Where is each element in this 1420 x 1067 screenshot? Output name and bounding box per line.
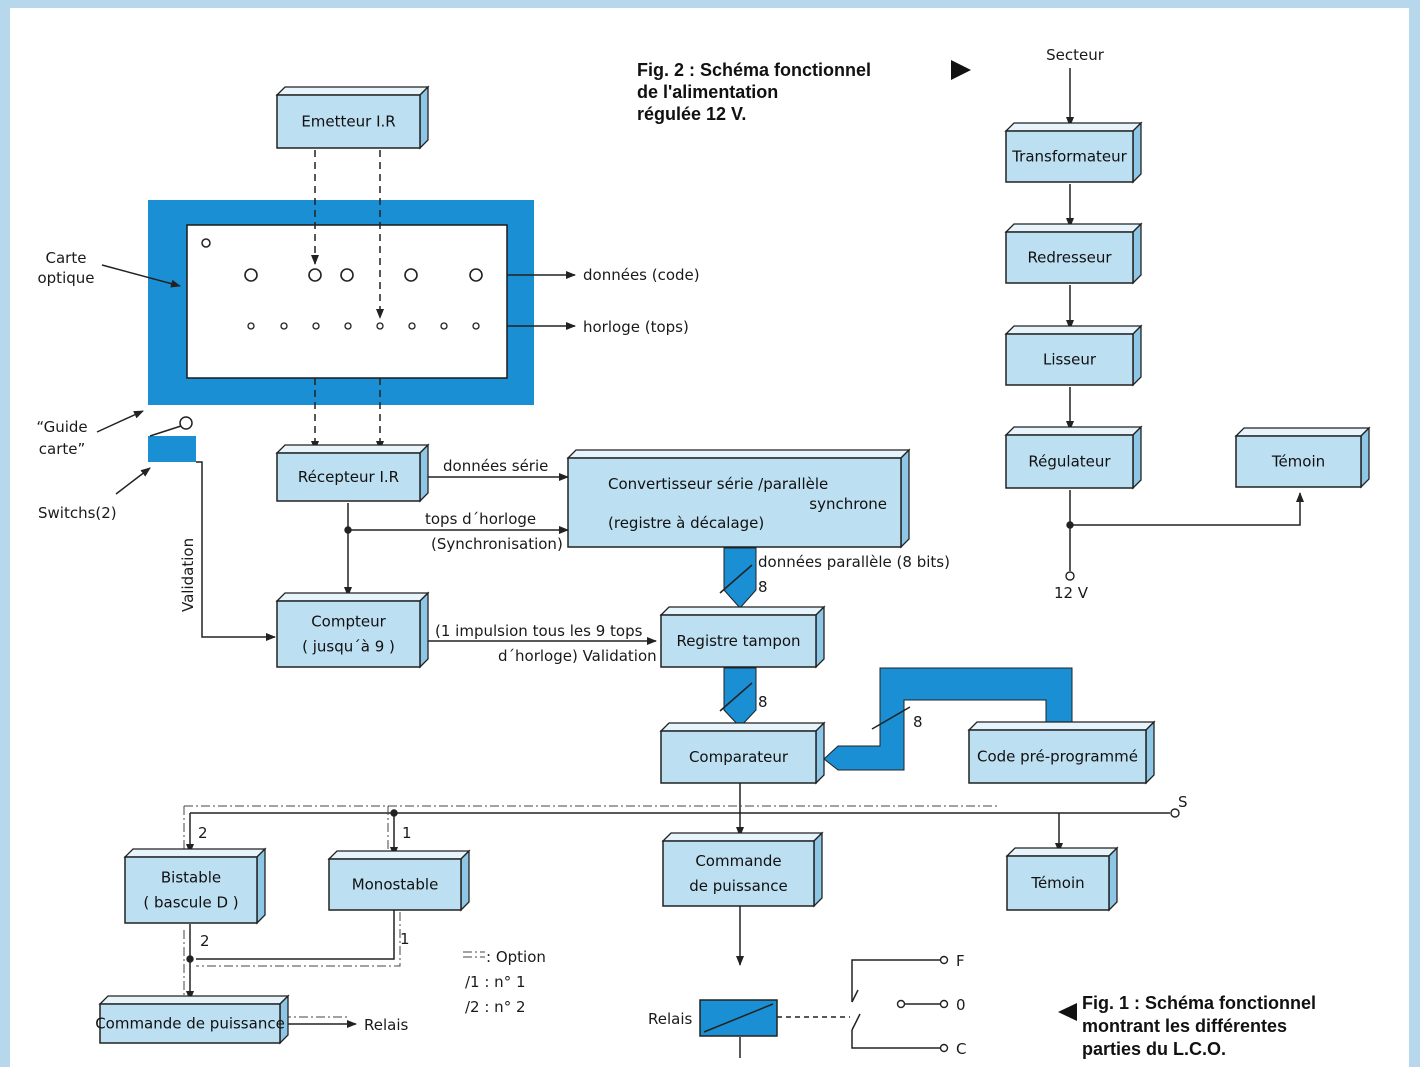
relay-coil	[699, 999, 778, 1037]
caption-fig2-line1: Fig. 2 : Schéma fonctionnel	[637, 60, 871, 80]
block-regulateur: Régulateur	[1004, 425, 1143, 490]
block-convertisseur-label-3: (registre à décalage)	[608, 514, 764, 532]
label-s: S	[1178, 793, 1188, 811]
block-temoin-alim: Témoin	[1234, 426, 1371, 489]
labels: Carte optique “Guide carte” Switchs(2) V…	[36, 46, 1187, 1058]
bus-parallel-data	[719, 547, 757, 609]
label-bus-8c: 8	[913, 713, 923, 731]
blocks: Emetteur I.R Récepteur I.R Convertisseur s…	[95, 85, 1371, 1045]
block-comparateur: Comparateur	[659, 721, 826, 785]
block-compteur-label-2: ( jusqu´à 9 )	[302, 638, 395, 656]
label-relais-left: Relais	[648, 1010, 693, 1028]
block-temoin-alim-label-1: Témoin	[1271, 453, 1325, 471]
label-contact-f: F	[956, 952, 965, 970]
caption-fig2-pointer-icon	[951, 60, 971, 80]
card-index-hole	[201, 238, 211, 248]
block-monostable-label-1: Monostable	[352, 876, 439, 894]
block-code: Code pré-programmé	[967, 720, 1156, 785]
caption-fig2-line2: de l'alimentation	[637, 82, 778, 102]
label-impulsion: (1 impulsion tous les 9 tops	[435, 622, 643, 640]
label-n2-top: 2	[198, 824, 208, 842]
block-commande-centre: Commande de puissance	[661, 831, 824, 908]
label-12v: 12 V	[1054, 584, 1089, 602]
caption-fig1-pointer-icon	[1058, 1003, 1077, 1021]
block-convertisseur-label-2: synchrone	[809, 495, 887, 513]
block-commande-centre-label-2: de puissance	[689, 877, 788, 895]
label-horloge-tops: horloge (tops)	[583, 318, 689, 336]
bus-code-to-comparator	[823, 667, 1073, 771]
label-bus-8b: 8	[758, 693, 768, 711]
label-donnees-serie: données série	[443, 457, 548, 475]
card-guide-switch	[148, 416, 196, 462]
connectors	[96, 68, 1304, 1058]
option-lines	[183, 805, 1000, 1018]
block-bistable-label-2: ( bascule D )	[143, 894, 238, 912]
label-carte-1: Carte	[46, 249, 87, 267]
block-convertisseur-label-1: Convertisseur série /parallèle	[608, 475, 828, 493]
legend-option: : Option	[486, 948, 546, 966]
label-contact-o: 0	[956, 996, 966, 1014]
block-commande-bas-label-1: Commande de puissance	[95, 1015, 285, 1033]
label-n1-bottom: 1	[400, 930, 410, 948]
bus-buffer-to-comparator	[719, 667, 757, 728]
label-donnees-code: données (code)	[583, 266, 700, 284]
label-validation-vertical: Validation	[179, 538, 197, 612]
block-registre: Registre tampon	[659, 605, 826, 669]
caption-fig1: Fig. 1 : Schéma fonctionnel montrant les…	[1058, 993, 1316, 1059]
label-guide-2: carte”	[39, 440, 86, 458]
legend-n1: /1 : n° 1	[465, 973, 526, 991]
card-clock-holes	[247, 322, 480, 330]
caption-fig2-line3: régulée 12 V.	[637, 104, 746, 124]
label-n1-top: 1	[402, 824, 412, 842]
block-redresseur-label-1: Redresseur	[1027, 249, 1112, 267]
block-lisseur: Lisseur	[1004, 324, 1143, 387]
caption-fig1-line2: montrant les différentes	[1082, 1016, 1287, 1036]
block-lisseur-label-1: Lisseur	[1043, 351, 1097, 369]
block-regulateur-label-1: Régulateur	[1028, 453, 1111, 471]
block-compteur-label-1: Compteur	[311, 613, 386, 631]
label-contact-c: C	[956, 1040, 966, 1058]
label-donnees-paralleles: données parallèle (8 bits)	[758, 553, 950, 571]
block-temoin-bas-label-1: Témoin	[1030, 874, 1084, 892]
block-emetteur-label-1: Emetteur I.R	[301, 113, 395, 131]
block-code-label-1: Code pré-programmé	[977, 748, 1138, 766]
block-recepteur-label-1: Récepteur I.R	[298, 468, 399, 486]
caption-fig1-line1: Fig. 1 : Schéma fonctionnel	[1082, 993, 1316, 1013]
caption-fig1-line3: parties du L.C.O.	[1082, 1039, 1226, 1059]
label-horloge-validation: d´horloge) Validation	[498, 647, 657, 665]
block-commande-centre-label-1: Commande	[695, 852, 781, 870]
label-n2-bottom: 2	[200, 932, 210, 950]
block-transformateur: Transformateur	[1004, 121, 1143, 184]
card-code-holes	[244, 268, 483, 282]
block-commande-bas: Commande de puissance	[95, 994, 290, 1045]
block-bistable: Bistable ( bascule D )	[123, 847, 267, 925]
block-compteur: Compteur ( jusqu´à 9 )	[275, 591, 430, 669]
label-relais-out: Relais	[364, 1016, 409, 1034]
block-temoin-bas: Témoin	[1005, 846, 1119, 912]
block-transformateur-label-1: Transformateur	[1011, 148, 1127, 166]
legend-n2: /2 : n° 2	[465, 998, 526, 1016]
label-guide-1: “Guide	[36, 418, 87, 436]
caption-fig2: Fig. 2 : Schéma fonctionnel de l'aliment…	[637, 60, 971, 124]
label-bus-8a: 8	[758, 578, 768, 596]
block-comparateur-label-1: Comparateur	[689, 748, 789, 766]
block-bistable-label-1: Bistable	[161, 869, 221, 887]
block-redresseur: Redresseur	[1004, 222, 1143, 285]
label-tops-horloge: tops d´horloge	[425, 510, 536, 528]
block-registre-label-1: Registre tampon	[676, 632, 800, 650]
block-emetteur: Emetteur I.R	[275, 85, 430, 150]
optical-card	[148, 200, 534, 405]
block-monostable: Monostable	[327, 849, 471, 912]
label-switchs: Switchs(2)	[38, 504, 117, 522]
label-synchronisation: (Synchronisation)	[431, 535, 563, 553]
label-secteur: Secteur	[1046, 46, 1105, 64]
label-carte-2: optique	[37, 269, 94, 287]
block-recepteur: Récepteur I.R	[275, 443, 430, 503]
block-convertisseur: Convertisseur série /parallèle synchrone (…	[566, 448, 911, 549]
